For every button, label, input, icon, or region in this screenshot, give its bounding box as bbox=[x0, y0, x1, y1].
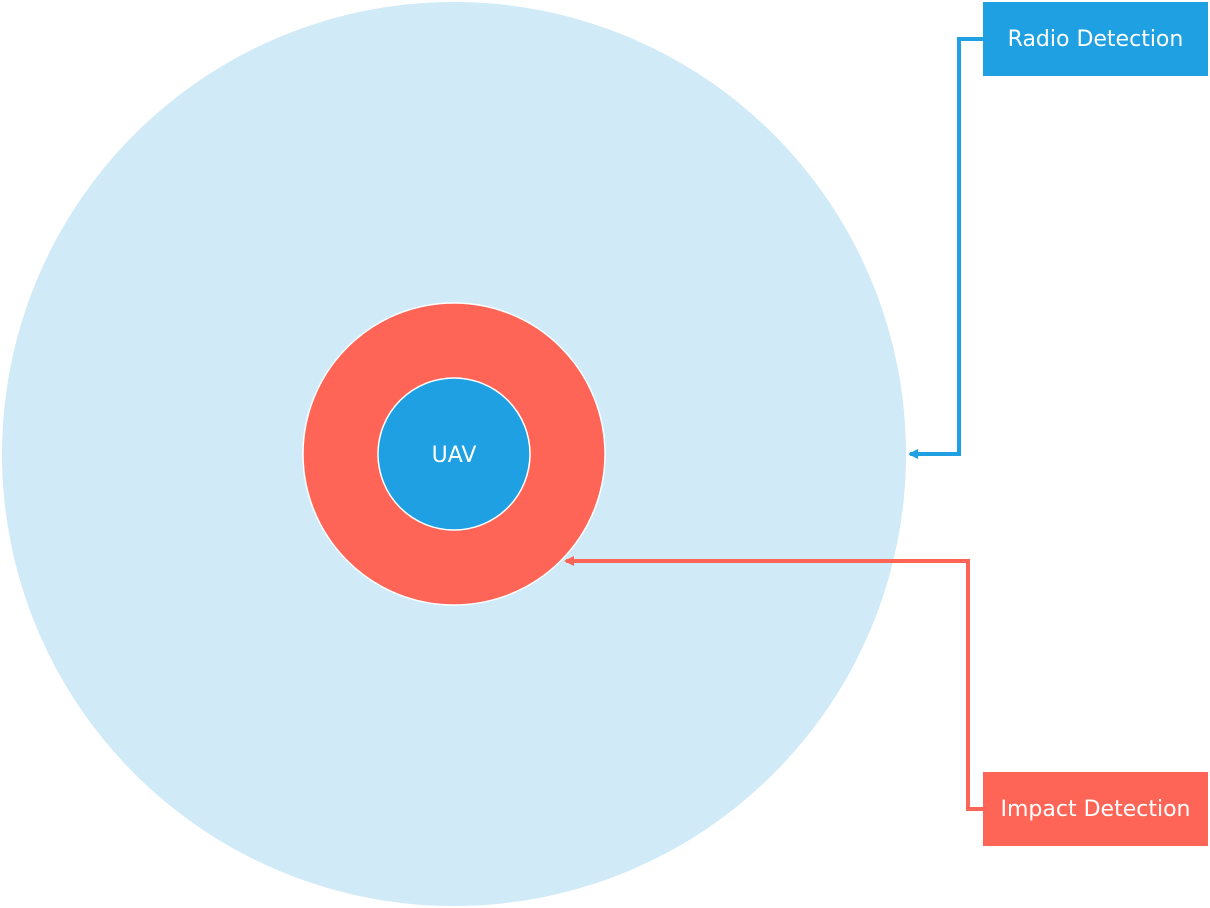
impact-detection-label: Impact Detection bbox=[1000, 796, 1191, 822]
radio-detection-box bbox=[983, 2, 1208, 76]
impact-connector-arrow bbox=[564, 556, 983, 811]
radio-detection-label: Radio Detection bbox=[1007, 26, 1184, 52]
uav-core bbox=[377, 377, 531, 531]
uav-label: UAV bbox=[432, 443, 477, 468]
impact-detection-box bbox=[983, 772, 1208, 846]
radio-connector-arrow bbox=[908, 37, 983, 459]
